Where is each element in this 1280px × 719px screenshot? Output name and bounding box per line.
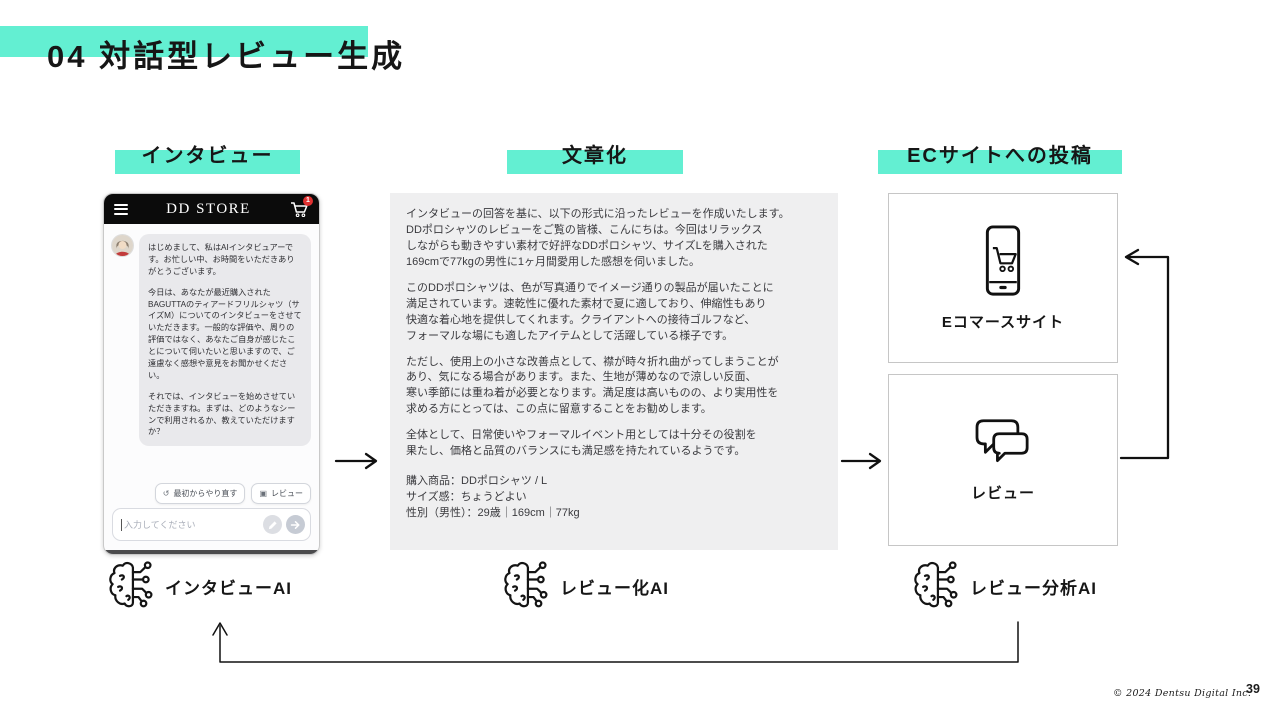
review-button-label: レビュー	[271, 489, 303, 498]
review-paragraph: インタビューの回答を基に、以下の形式に沿ったレビューを作成いたします。 DDポロ…	[406, 208, 790, 268]
smartphone-cart-icon	[985, 225, 1021, 296]
send-icon	[290, 520, 300, 529]
chat-paragraph: それでは、インタビューを始めさせていただきますね。まずは、どのようなシーンで利用…	[148, 391, 296, 437]
ai-row-textize: レビュー化AI	[503, 557, 669, 615]
arrow-interview-to-text	[334, 452, 378, 470]
arrow-text-to-ec	[840, 452, 882, 470]
brain-circuit-icon	[109, 561, 153, 608]
column-header-ec-post: ECサイトへの投稿	[878, 139, 1122, 175]
header-highlight	[115, 150, 300, 174]
chat-bubbles-icon	[975, 419, 1029, 463]
title-highlight	[0, 26, 368, 57]
brain-circuit-icon	[504, 561, 548, 608]
copyright-text: © 2024 Dentsu Digital Inc.	[1113, 688, 1252, 699]
interviewer-avatar	[111, 234, 134, 257]
send-button[interactable]	[286, 515, 305, 534]
ecommerce-site-label: Eコマースサイト	[941, 314, 1065, 331]
cart-button[interactable]: 1	[289, 196, 313, 219]
store-title: DD STORE	[166, 200, 251, 217]
column-header-label: ECサイトへの投稿	[907, 145, 1093, 167]
page-title: 04 対話型レビュー生成	[47, 39, 406, 74]
generated-review-text-box: インタビューの回答を基に、以下の形式に沿ったレビューを作成いたします。 DDポロ…	[390, 193, 838, 550]
chat-paragraph: 今日は、あなたが最近購入されたBAGUTTAのティアードフリルシャツ（サイズM）…	[148, 287, 302, 380]
edit-button[interactable]	[263, 515, 282, 534]
brain-circuit-icon	[914, 561, 958, 608]
ai-label-interview: インタビューAI	[165, 578, 292, 598]
review-paragraph: ただし、使用上の小さな改善点として、襟が時々折れ曲がってしまうことが あり、気に…	[406, 355, 779, 416]
ai-label-textize: レビュー化AI	[560, 578, 669, 598]
review-purchase-meta: 購入商品：DDポロシャツ / L サイズ感：ちょうどよい 性別（男性）：29歳｜…	[406, 475, 580, 519]
review-panel-label: レビュー	[970, 485, 1035, 502]
ai-row-analysis: レビュー分析AI	[913, 557, 1097, 615]
column-header-textize: 文章化	[507, 139, 683, 175]
phone-mockup: DD STORE 1 はじめまして、私はAIインタビ	[103, 193, 320, 555]
cart-badge: 1	[303, 196, 313, 206]
pencil-icon	[268, 520, 277, 529]
header-highlight	[507, 150, 683, 174]
review-panel: レビュー	[888, 374, 1118, 546]
hamburger-icon[interactable]	[114, 203, 128, 215]
restart-button-label: 最初からやり直す	[173, 489, 238, 498]
cart-icon	[291, 202, 308, 218]
header-highlight	[878, 150, 1122, 174]
arrow-review-to-ecommerce-loop	[1119, 248, 1170, 460]
chat-bubble: はじめまして、私はAIインタビュアーです。お忙しい中、お時間をいただきありがとう…	[139, 234, 311, 447]
chat-actions: ↺ 最初からやり直す ▣ レビュー	[104, 483, 319, 504]
refresh-icon: ↺	[162, 489, 170, 498]
column-header-label: 文章化	[562, 145, 628, 167]
phone-home-bar	[104, 550, 319, 554]
review-button[interactable]: ▣ レビュー	[251, 483, 311, 504]
chat-area: はじめまして、私はAIインタビュアーです。お忙しい中、お時間をいただきありがとう…	[104, 224, 319, 447]
column-header-label: インタビュー	[141, 145, 274, 167]
phone-header: DD STORE 1	[104, 194, 319, 224]
column-header-interview: インタビュー	[115, 139, 300, 175]
chat-paragraph: はじめまして、私はAIインタビュアーです。お忙しい中、お時間をいただきありがとう…	[148, 243, 295, 276]
message-input[interactable]: 入力してください	[112, 508, 311, 541]
ai-label-analysis: レビュー分析AI	[970, 578, 1097, 598]
review-grid-icon: ▣	[259, 489, 267, 498]
review-paragraph: このDDポロシャツは、色が写真通りでイメージ通りの製品が届いたことに 満足されて…	[406, 281, 774, 342]
arrow-analysis-to-interview-loop	[212, 621, 1019, 663]
text-cursor	[121, 518, 122, 531]
ai-row-interview: インタビューAI	[108, 557, 292, 615]
review-paragraph: 全体として、日常使いやフォーマルイベント用としては十分その役割を 果たし、価格と…	[406, 429, 757, 458]
input-placeholder: 入力してください	[124, 520, 196, 530]
ecommerce-site-panel: Eコマースサイト	[888, 193, 1118, 363]
restart-button[interactable]: ↺ 最初からやり直す	[154, 483, 246, 504]
page-number: 39	[1246, 682, 1260, 696]
